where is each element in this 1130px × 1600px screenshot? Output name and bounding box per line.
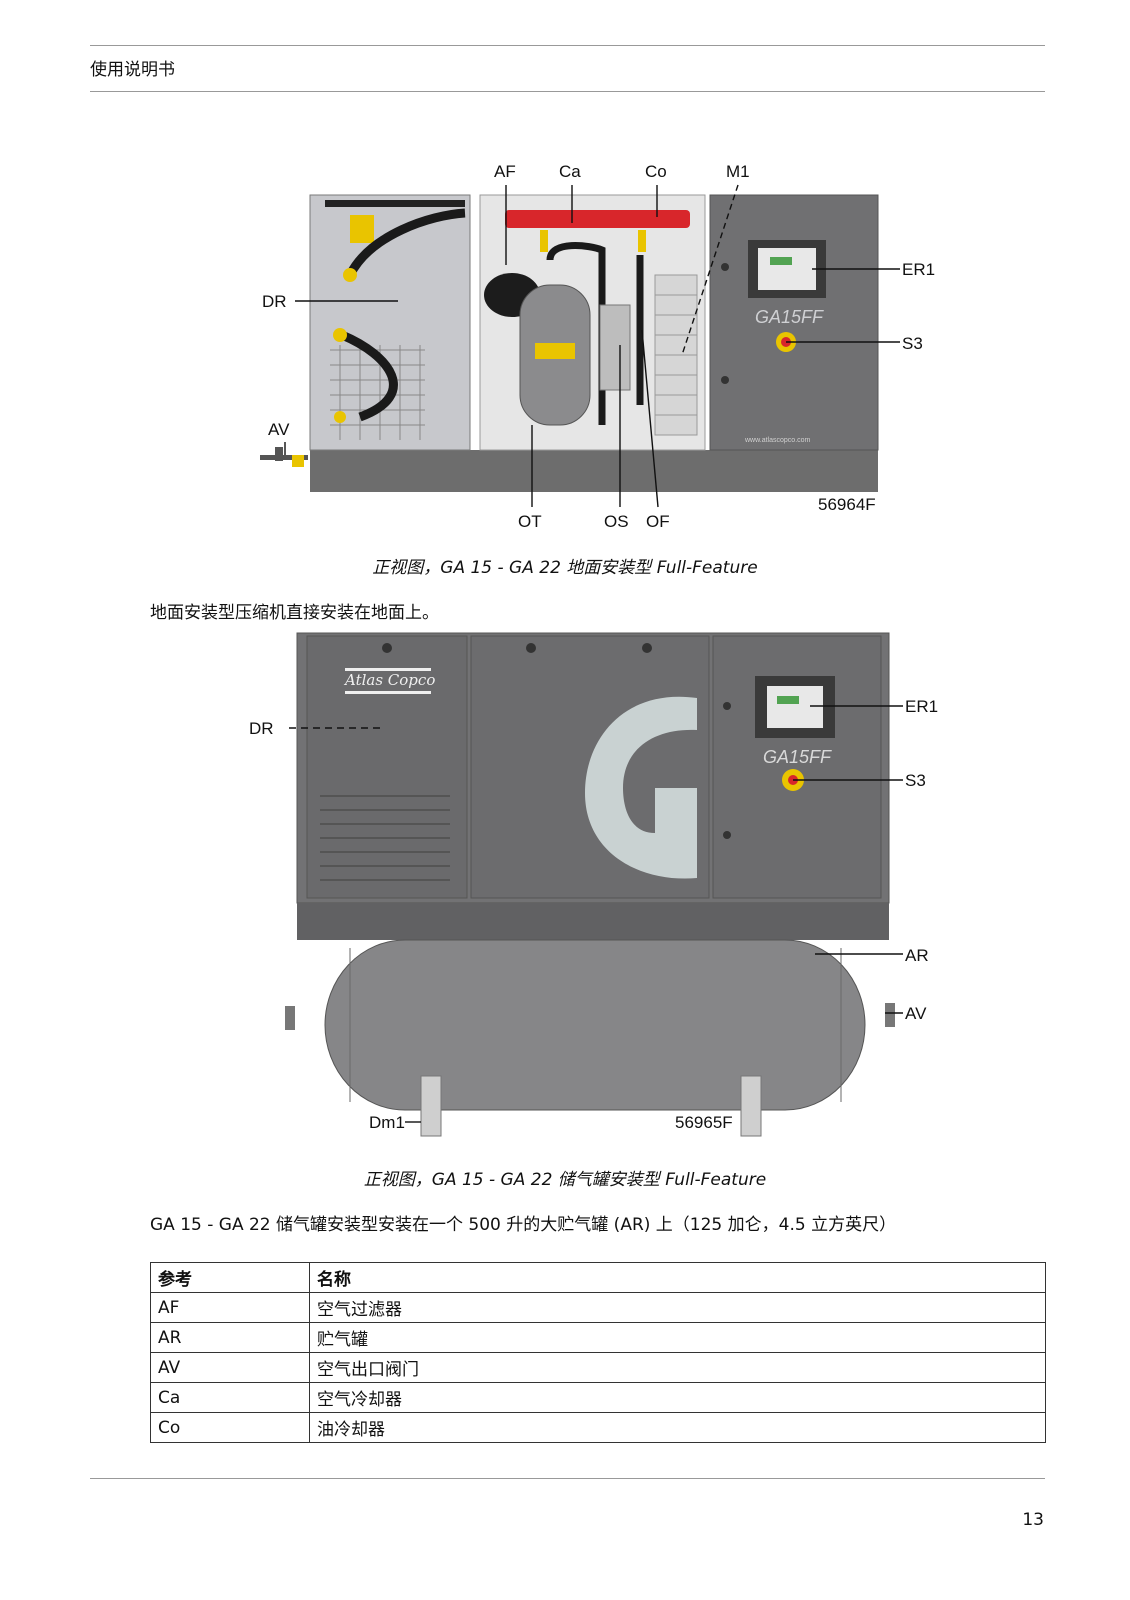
- header-rule-bottom: [90, 91, 1045, 92]
- table-header-name: 名称: [309, 1262, 1046, 1293]
- figure-floor-mounted: GA15FF www.atlascopco.com AF Ca Co M1 DR…: [260, 162, 935, 531]
- label-of: OF: [646, 512, 670, 531]
- figure-caption-2: 正视图，GA 15 - GA 22 储气罐安装型 Full-Feature: [363, 1170, 767, 1190]
- page-number: 13: [1022, 1510, 1044, 1530]
- footer-rule: [90, 1478, 1045, 1479]
- table-cell-ref: Ca: [150, 1382, 310, 1413]
- label-er1: ER1: [902, 260, 935, 279]
- label-os: OS: [604, 512, 629, 531]
- table-cell-ref: AR: [150, 1322, 310, 1353]
- model-badge-2: GA15FF: [763, 747, 832, 767]
- model-badge: GA15FF: [755, 307, 824, 327]
- table-cell-ref: AF: [150, 1292, 310, 1323]
- brand-logo-text: Atlas Copco: [343, 671, 435, 689]
- header-title: 使用说明书: [90, 60, 175, 80]
- table-cell-ref: Co: [150, 1412, 310, 1443]
- figure-tank-mounted: Atlas Copco GA15FF DR ER1 S3 AR AV Dm1 5…: [249, 632, 938, 1137]
- label-av-2: AV: [905, 1004, 927, 1023]
- label-s3-2: S3: [905, 771, 926, 790]
- label-m1: M1: [726, 162, 750, 181]
- website-text: www.atlascopco.com: [744, 437, 811, 444]
- label-af: AF: [494, 162, 516, 181]
- table-cell-name: 空气出口阀门: [309, 1352, 1046, 1383]
- header-rule-top: [90, 45, 1045, 46]
- label-av: AV: [268, 420, 290, 439]
- table-cell-name: 油冷却器: [309, 1412, 1046, 1443]
- table-header-row: 参考 名称: [150, 1262, 1046, 1293]
- figure-caption-1: 正视图，GA 15 - GA 22 地面安装型 Full-Feature: [372, 558, 758, 578]
- table-header-ref: 参考: [150, 1262, 310, 1293]
- paragraph-tank-mounted: GA 15 - GA 22 储气罐安装型安装在一个 500 升的大贮气罐 (AR…: [150, 1215, 897, 1235]
- label-ca: Ca: [559, 162, 581, 181]
- table-cell-name: 空气冷却器: [309, 1382, 1046, 1413]
- figure-code: 56964F: [818, 495, 876, 514]
- label-ot: OT: [518, 512, 542, 531]
- table-row: AV 空气出口阀门: [150, 1352, 1046, 1383]
- label-dr: DR: [262, 292, 287, 311]
- table-row: Co 油冷却器: [150, 1412, 1046, 1443]
- table-row: AR 贮气罐: [150, 1322, 1046, 1353]
- figure-code-2: 56965F: [675, 1113, 733, 1132]
- reference-table: 参考 名称 AF 空气过滤器 AR 贮气罐 AV 空气出口阀门 Ca 空气冷却器…: [150, 1262, 1046, 1443]
- table-row: Ca 空气冷却器: [150, 1382, 1046, 1413]
- label-dr-2: DR: [249, 719, 274, 738]
- label-ar: AR: [905, 946, 929, 965]
- table-cell-name: 贮气罐: [309, 1322, 1046, 1353]
- table-cell-ref: AV: [150, 1352, 310, 1383]
- label-co: Co: [645, 162, 667, 181]
- label-s3: S3: [902, 334, 923, 353]
- table-cell-name: 空气过滤器: [309, 1292, 1046, 1323]
- table-row: AF 空气过滤器: [150, 1292, 1046, 1323]
- label-dm1: Dm1: [369, 1113, 405, 1132]
- label-er1-2: ER1: [905, 697, 938, 716]
- paragraph-floor-mounted: 地面安装型压缩机直接安装在地面上。: [150, 603, 439, 623]
